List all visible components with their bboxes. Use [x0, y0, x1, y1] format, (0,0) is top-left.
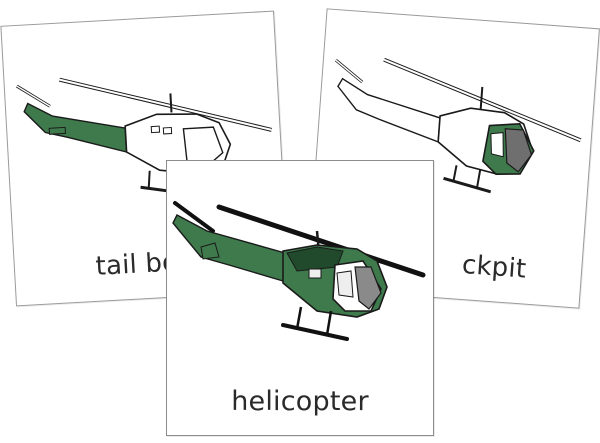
card-label: helicopter: [231, 386, 369, 417]
helicopter-tail-boom-illustration: [15, 77, 273, 195]
nomenclature-card-tail-boom: tail bo: [0, 10, 290, 307]
nomenclature-card-helicopter: helicopter: [166, 160, 434, 436]
nomenclature-card-cockpit: ckpit: [306, 8, 600, 309]
helicopter-cockpit-illustration: [334, 57, 582, 194]
helicopter-illustration: [172, 201, 426, 341]
